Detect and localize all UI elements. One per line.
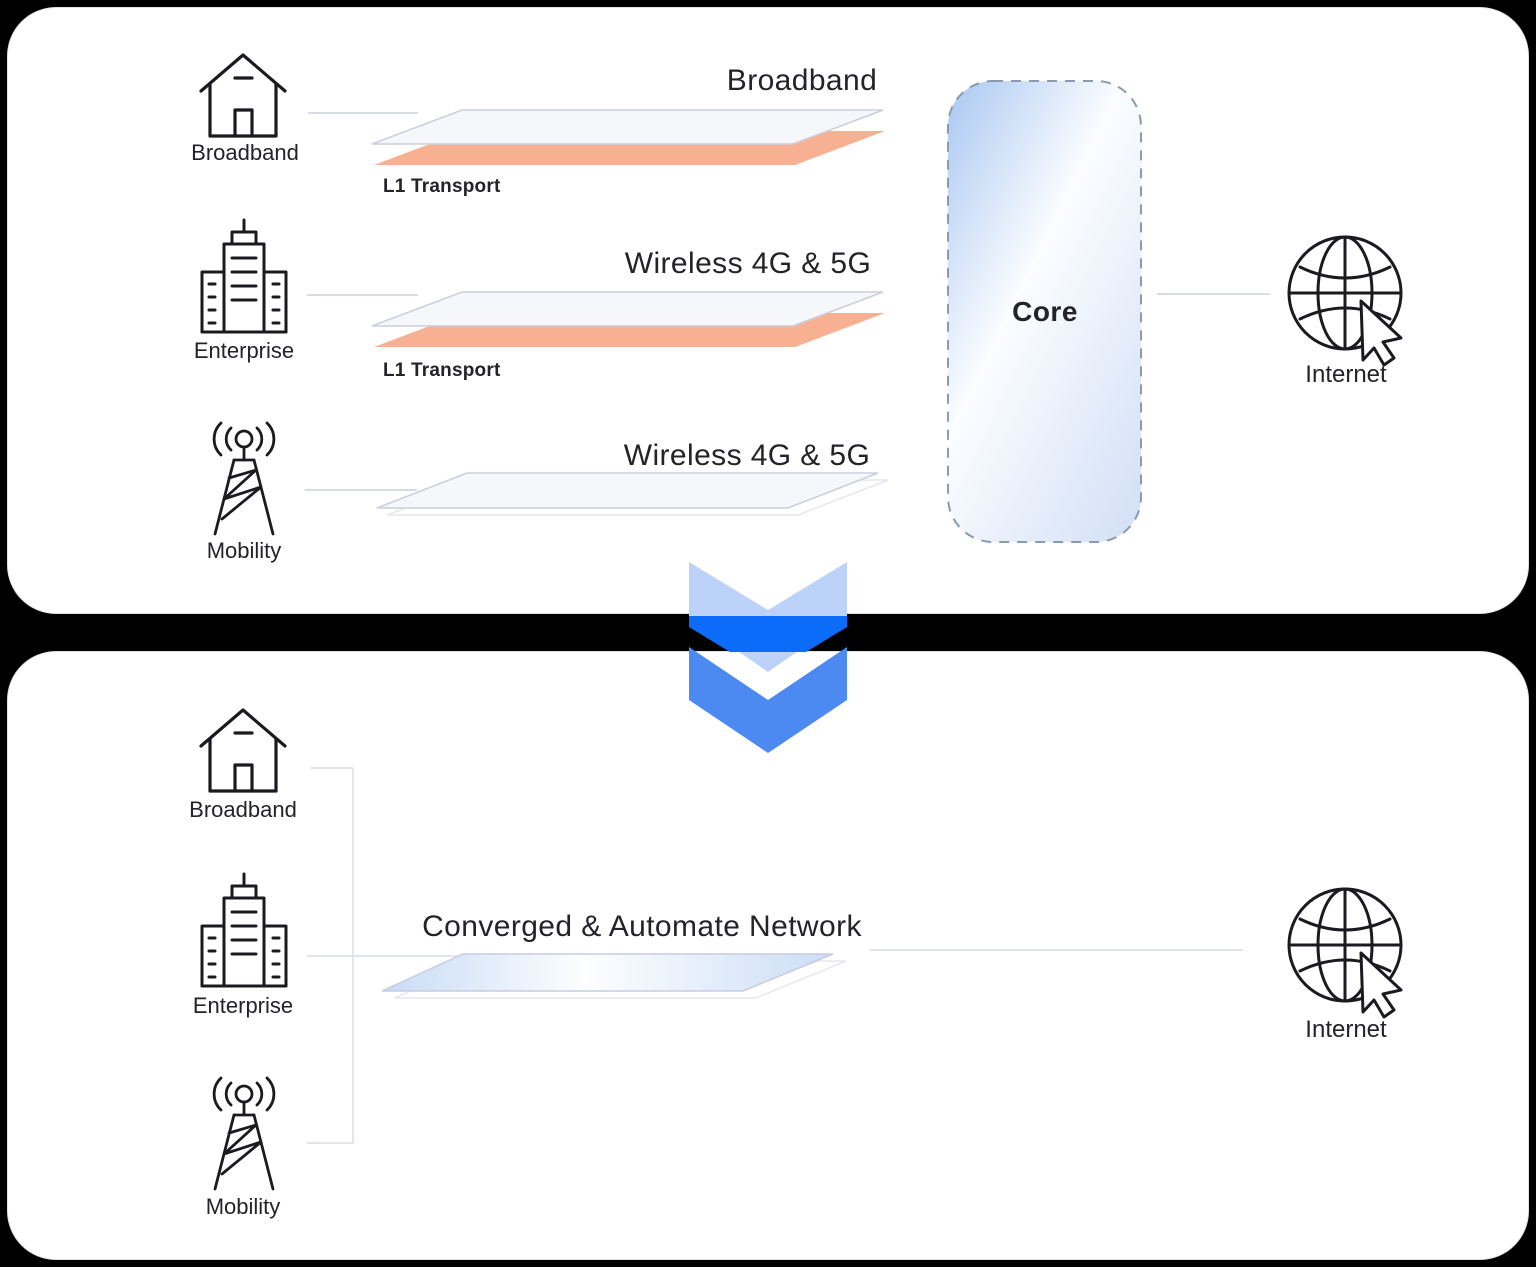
internet-label: Internet	[1305, 1016, 1387, 1043]
after-convergence-panel	[8, 652, 1528, 1259]
before-convergence-panel	[8, 8, 1528, 613]
row-title-wireless-1: Wireless 4G & 5G	[624, 247, 872, 280]
source-label-broadband: Broadband	[191, 140, 299, 165]
source-label-mobility: Mobility	[206, 538, 282, 563]
transport-label: L1 Transport	[383, 360, 501, 381]
converged-network-title: Converged & Automate Network	[422, 910, 862, 943]
source-label-mobility: Mobility	[205, 1194, 281, 1219]
core-label: Core	[1012, 296, 1078, 327]
transport-label: L1 Transport	[383, 176, 501, 197]
source-label-enterprise: Enterprise	[193, 338, 295, 363]
internet-label: Internet	[1305, 361, 1387, 388]
row-title-wireless-2: Wireless 4G & 5G	[623, 439, 871, 472]
row-title-broadband: Broadband	[726, 64, 878, 97]
source-label-broadband: Broadband	[189, 797, 297, 822]
source-label-enterprise: Enterprise	[192, 993, 294, 1018]
